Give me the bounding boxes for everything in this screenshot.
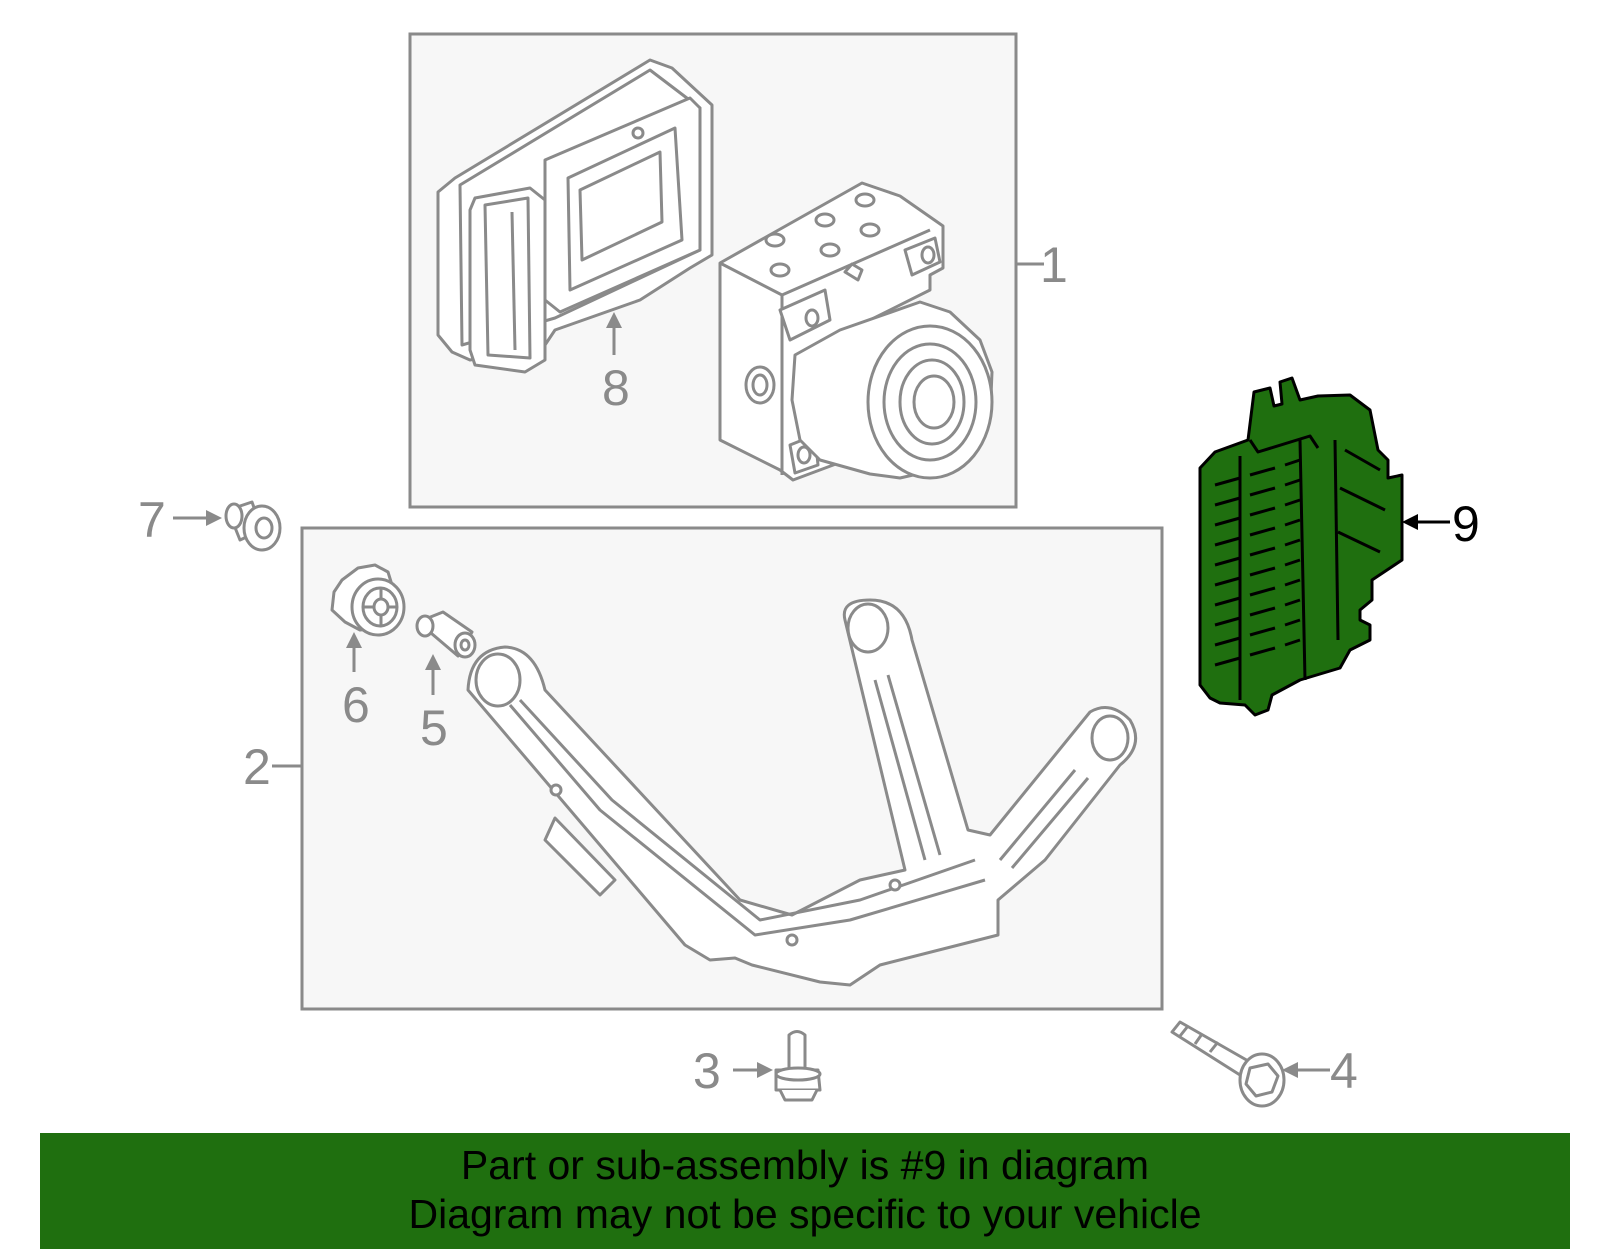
callout-6: 6 <box>342 677 370 733</box>
hydraulic-unit-part-1[interactable] <box>718 181 994 482</box>
grommet-part-6[interactable] <box>330 563 406 637</box>
mounting-bracket-part-2[interactable] <box>466 598 1138 987</box>
leader-line-9 <box>1402 514 1450 530</box>
banner-line-2: Diagram may not be specific to your vehi… <box>408 1191 1202 1237</box>
callout-1: 1 <box>1040 237 1068 293</box>
callout-7: 7 <box>138 492 166 548</box>
callout-4: 4 <box>1330 1043 1358 1099</box>
callout-3: 3 <box>693 1043 721 1099</box>
bolt-part-4[interactable] <box>1170 1020 1286 1108</box>
module-part-9-highlighted[interactable] <box>1198 376 1404 717</box>
callout-5: 5 <box>420 700 448 756</box>
info-banner: Part or sub-assembly is #9 in diagram Di… <box>40 1133 1570 1249</box>
banner-line-1: Part or sub-assembly is #9 in diagram <box>460 1142 1150 1188</box>
callout-8: 8 <box>602 360 630 416</box>
bolt-part-3[interactable] <box>774 1030 822 1102</box>
callout-9: 9 <box>1452 496 1480 552</box>
bushing-part-5[interactable] <box>415 610 477 659</box>
leader-lines <box>173 262 1330 1078</box>
bolt-part-7[interactable] <box>224 500 282 552</box>
callout-2: 2 <box>243 739 271 795</box>
control-module-part-8[interactable] <box>436 58 714 374</box>
